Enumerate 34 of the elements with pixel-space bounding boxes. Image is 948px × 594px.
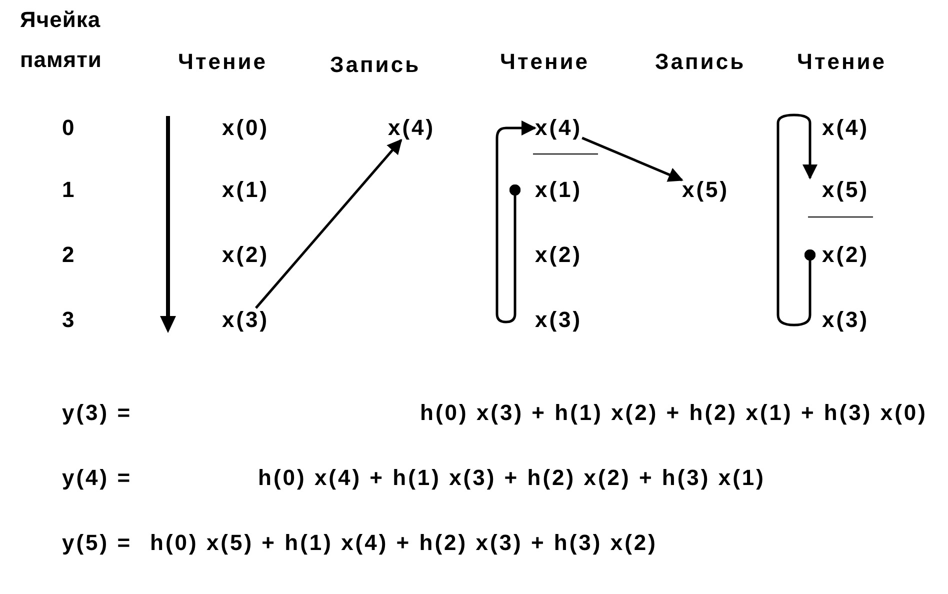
memory-cell-value: x(4) <box>388 116 436 140</box>
memory-cell-value: x(3) <box>535 308 582 332</box>
text-label: Чтение <box>500 50 590 74</box>
text-label: y(4) = <box>62 466 132 490</box>
arrow <box>776 114 818 326</box>
memory-cell-value: x(5) <box>682 178 730 202</box>
text-label: 0 <box>62 116 76 140</box>
arrow <box>582 136 684 182</box>
text-label: Чтение <box>797 50 887 74</box>
memory-cell-value: x(2) <box>535 243 582 267</box>
memory-cell-value: x(4) <box>822 116 870 140</box>
text-label: Ячейка памяти <box>20 6 103 74</box>
text-label: h(0) x(3) + h(1) x(2) + h(2) x(1) + h(3) x(0) <box>420 401 928 425</box>
text-label: y(5) = <box>62 531 132 555</box>
text-label: h(0) x(5) + h(1) x(4) + h(2) x(3) + h(3) x(2) <box>150 531 658 555</box>
memory-cell-value: x(1) <box>515 178 582 202</box>
text-label: y(3) = <box>62 401 132 425</box>
arrow <box>255 138 402 309</box>
text-label: Чтение <box>178 50 268 74</box>
text-label: Запись <box>655 50 746 74</box>
arrow <box>496 120 536 324</box>
text-label: h(0) x(4) + h(1) x(3) + h(2) x(2) + h(3) x(1) <box>258 466 766 490</box>
memory-cell-value: x(4) <box>535 116 582 140</box>
text-label: Запись <box>330 53 421 77</box>
memory-cell-value: x(0) <box>222 116 270 140</box>
memory-cell-value: x(3) <box>822 308 870 332</box>
memory-cell-value: x(3) <box>222 308 270 332</box>
memory-cell-value: x(1) <box>222 178 270 202</box>
memory-cell-value: x(2) <box>810 243 870 267</box>
text-label: 3 <box>62 308 76 332</box>
memory-cell-value: x(2) <box>222 243 270 267</box>
text-label: 2 <box>62 243 76 267</box>
memory-cell-value: x(5) <box>808 178 870 202</box>
text-label: 1 <box>62 178 76 202</box>
